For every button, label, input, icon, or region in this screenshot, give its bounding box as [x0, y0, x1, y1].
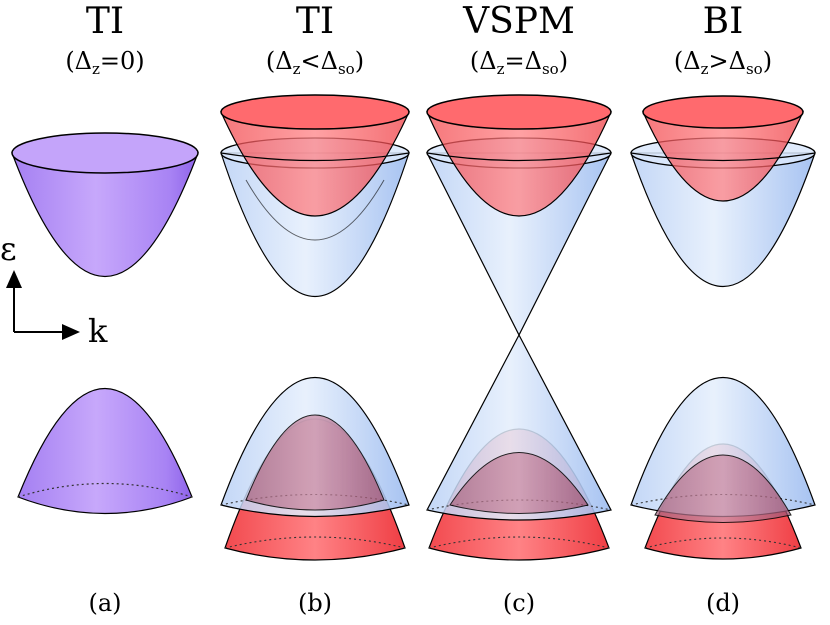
panel-c-title: VSPM: [463, 1, 575, 42]
panel-a-title: TI: [85, 1, 125, 42]
panel-b-condition: (Δz<Δso): [265, 47, 365, 78]
panel-a-condition: (Δz=0): [65, 47, 145, 78]
panel-b-bands: [220, 94, 410, 561]
energy-axis-label: ε: [0, 230, 17, 268]
panel-d-label: (d): [705, 589, 741, 617]
panel-a-valence-rim-back: [17, 482, 193, 498]
axes-indicator: [6, 270, 80, 340]
panel-b-overlap-valence: [245, 414, 385, 511]
panel-d-bands: [630, 95, 816, 560]
panel-c-red-conduction: [426, 111, 612, 217]
panel-a-label: (a): [88, 589, 122, 617]
panel-a-conduction-rim: [11, 132, 199, 174]
panel-c-overlap-valence: [449, 452, 589, 514]
panel-d-red-conduction-rim: [642, 95, 804, 129]
panel-c-red-conduction-rim: [426, 94, 612, 130]
panel-d-blue-conduction: [630, 152, 816, 287]
panel-b-red-conduction-rim: [220, 94, 410, 130]
panel-b-red-conduction: [220, 111, 410, 217]
panel-b-title: TI: [295, 1, 335, 42]
panel-b-label: (b): [297, 589, 333, 617]
panel-d-red-conduction: [642, 111, 804, 202]
panel-c-label: (c): [502, 589, 536, 617]
panel-d-title: BI: [702, 1, 744, 42]
panel-a-bands: [11, 132, 199, 515]
panel-c-bands: [426, 94, 612, 561]
panel-d-condition: (Δz>Δso): [673, 47, 773, 78]
panel-a-conduction-band: [11, 152, 199, 277]
panel-d-overlap-valence: [654, 454, 792, 523]
panel-a-valence-band: [17, 387, 193, 515]
momentum-axis-label: k: [88, 312, 108, 350]
panel-c-condition: (Δz=Δso): [469, 47, 569, 78]
